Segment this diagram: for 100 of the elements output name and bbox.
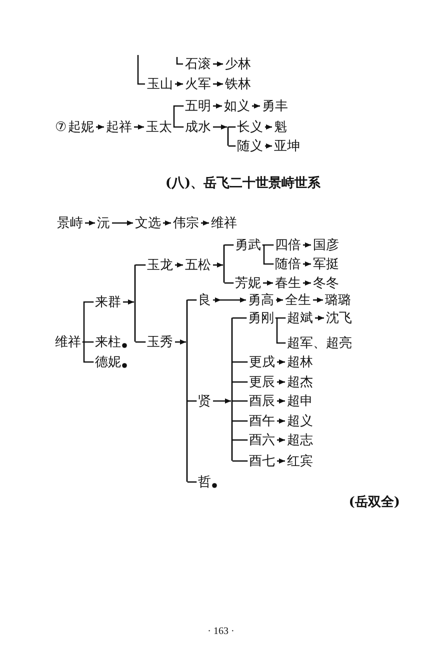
arrow: [163, 220, 171, 226]
connector-line: [228, 126, 236, 128]
person-name: 随倍: [273, 256, 303, 272]
person-name: 文选: [133, 216, 163, 230]
arrow: [213, 298, 246, 302]
person-name: 勇刚: [246, 310, 276, 326]
connector-line: [224, 244, 234, 246]
author-credit: (岳双全): [348, 494, 400, 510]
arrow: [315, 315, 324, 321]
arrow: [265, 143, 272, 149]
person-name: 酉辰: [247, 394, 277, 408]
connector-line: [232, 361, 248, 363]
person-name: 起祥: [104, 120, 134, 134]
person-name: 芳妮: [233, 276, 263, 290]
person-name: 勇高: [246, 292, 276, 308]
arrow: [85, 220, 95, 226]
person-name: 勇武: [233, 238, 263, 252]
circled-number: ⑦: [55, 120, 67, 134]
arrow: [263, 280, 273, 286]
person-name: 玉山: [145, 76, 175, 92]
arrow: [123, 299, 134, 305]
person-name: 超斌: [285, 310, 315, 326]
person-name: 石滚: [183, 56, 213, 72]
arrow: [213, 61, 223, 67]
connector-line: [135, 264, 146, 266]
arrow: [112, 220, 133, 226]
arrow: [265, 124, 272, 130]
arrow: [277, 398, 285, 404]
connector-line: [232, 400, 248, 402]
person-name: 哲: [196, 474, 213, 490]
bracket-line: [82, 301, 94, 363]
arrow: [277, 379, 285, 385]
arrow: [252, 103, 260, 109]
person-name: 维祥: [53, 334, 83, 350]
connector-line: [232, 460, 248, 462]
person-name: 火军: [183, 76, 213, 92]
person-name: 来柱: [93, 334, 123, 350]
bracket-line: [137, 55, 145, 85]
person-name: 亚坤: [272, 138, 302, 154]
person-name: 成水: [183, 120, 213, 134]
person-name: 更辰: [247, 374, 277, 390]
person-name: 维祥: [209, 216, 239, 230]
arrow: [213, 81, 223, 87]
bracket-line: [275, 317, 286, 344]
person-name: 璐璐: [323, 292, 353, 308]
person-name: 玉太: [144, 120, 174, 134]
person-name: 酉六: [247, 432, 277, 448]
arrow: [213, 262, 223, 268]
person-name: 更戌: [247, 354, 277, 370]
person-name: 军挺: [311, 256, 341, 272]
person-name: 起妮: [66, 120, 96, 134]
connector-line: [232, 439, 248, 441]
person-name: 五松: [183, 258, 213, 272]
arrow: [276, 297, 283, 303]
arrow: [303, 242, 311, 248]
arrow: [175, 339, 186, 345]
arrow: [277, 359, 285, 365]
person-name: 沅: [95, 216, 112, 230]
connector-line: [228, 145, 236, 147]
person-name: 铁林: [223, 76, 253, 92]
person-name: 玉龙: [145, 258, 175, 272]
arrow: [213, 124, 227, 130]
person-name: 全生: [283, 292, 313, 308]
arrow: [175, 262, 183, 268]
person-name: 红宾: [285, 454, 315, 468]
arrow: [277, 437, 285, 443]
person-name: 超志: [285, 432, 315, 448]
arrow: [277, 458, 285, 464]
person-name: 四倍: [273, 238, 303, 252]
connector-line: [232, 420, 248, 422]
connector-line: [187, 400, 197, 402]
arrow: [213, 398, 231, 404]
arrow: [134, 124, 144, 130]
person-name: 国彦: [311, 238, 341, 252]
bracket-line: [262, 244, 274, 265]
person-name: 长义: [235, 120, 265, 134]
arrow: [96, 124, 104, 130]
connector-line: [232, 381, 248, 383]
arrow: [303, 280, 311, 286]
person-name: 玉秀: [145, 334, 175, 350]
bracket-line: [173, 105, 184, 128]
person-name: 超申: [285, 394, 315, 408]
connector-line: [224, 282, 234, 284]
arrow: [213, 103, 222, 109]
person-name: 来群: [93, 294, 123, 310]
connector-line: [135, 341, 146, 343]
person-name: 勇丰: [260, 98, 290, 114]
person-name: 伟宗: [171, 216, 201, 230]
arrow: [175, 81, 183, 87]
person-name: 酉午: [247, 414, 277, 428]
person-name: 超林: [285, 354, 315, 370]
person-name: 酉七: [247, 454, 277, 468]
person-name: 超军、超亮: [285, 336, 354, 350]
page-number: · 163 ·: [208, 626, 234, 638]
person-name: 贤: [196, 394, 213, 408]
person-name: 春生: [273, 276, 303, 290]
person-name: 良: [196, 292, 213, 308]
person-name: 五明: [183, 98, 213, 114]
arrow: [303, 261, 311, 267]
person-name: 超义: [285, 414, 315, 428]
